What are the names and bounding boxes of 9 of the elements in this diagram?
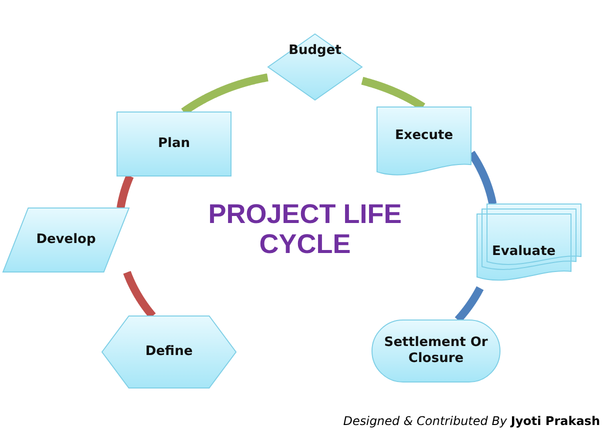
node-text: Evaluate (492, 244, 556, 260)
node-text: Plan (158, 136, 190, 152)
node-text: Execute (394, 128, 454, 144)
node-text: Define (145, 344, 193, 360)
credit-note: Designed & Contributed By Jyoti Prakash (342, 414, 600, 428)
node-text: Budget (288, 42, 342, 58)
node-text: Develop (36, 232, 96, 248)
diagram-title: PROJECT LIFE CYCLE (207, 200, 403, 260)
node-text: Settlement Or Closure (383, 335, 489, 367)
